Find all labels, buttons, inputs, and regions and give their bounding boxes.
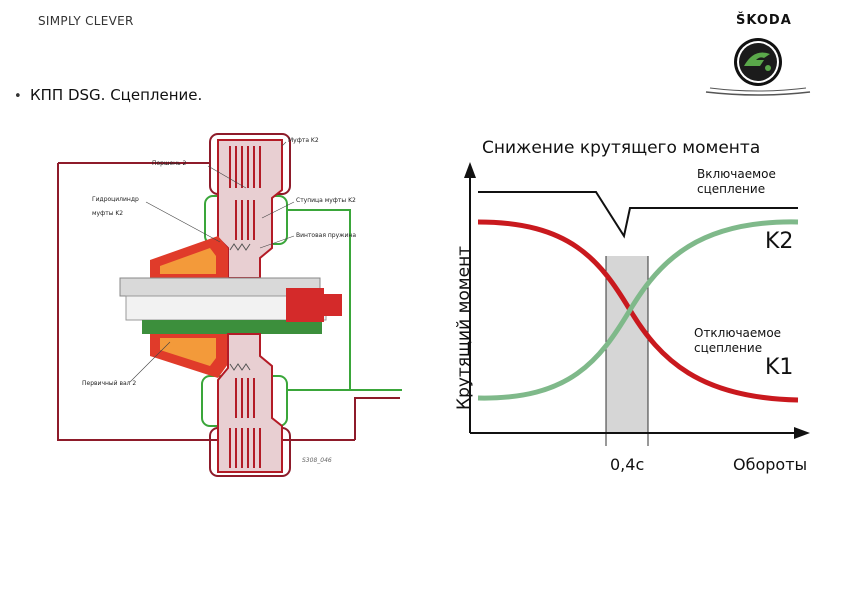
label-piston-2: Поршень 2 xyxy=(152,160,187,167)
annotation-disengaged-clutch: Отключаемое сцепление xyxy=(694,326,782,355)
annotation-engaged-clutch: Включаемое сцепление xyxy=(697,167,776,196)
label-hydro-cylinder-2: муфты K2 xyxy=(92,210,124,217)
label-k2: K2 xyxy=(765,229,794,254)
label-hydro-cylinder-1: Гидроцилиндр xyxy=(92,196,139,203)
x-axis-arrow-icon xyxy=(794,427,810,439)
x-tick-shift-time: 0,4с xyxy=(610,455,645,474)
chart-title: Снижение крутящего момента xyxy=(482,138,761,158)
torque-reduction-line xyxy=(478,191,798,239)
label-k1: K1 xyxy=(765,355,794,380)
label-primary-shaft: Первичный вал 2 xyxy=(82,380,137,387)
torque-chart xyxy=(464,162,810,446)
k2-engaging-curve xyxy=(477,219,799,401)
bullet-marker: • xyxy=(14,89,22,104)
label-figure-code: S308_046 xyxy=(302,457,332,464)
label-clutch-k2: Муфта K2 xyxy=(288,137,319,144)
chart-x-label: Обороты xyxy=(733,455,808,474)
brand-name: ŠKODA xyxy=(736,13,792,28)
skoda-logo-icon xyxy=(705,38,811,96)
brand-tagline: SIMPLY CLEVER xyxy=(38,14,134,28)
label-coil-spring: Винтовая пружина xyxy=(296,232,357,239)
dsg-clutch-cross-section xyxy=(57,133,402,477)
slide-title: КПП DSG. Сцепление. xyxy=(30,86,203,104)
y-axis-arrow-icon xyxy=(464,162,476,178)
label-hub-k2: Ступица муфты K2 xyxy=(296,197,356,204)
